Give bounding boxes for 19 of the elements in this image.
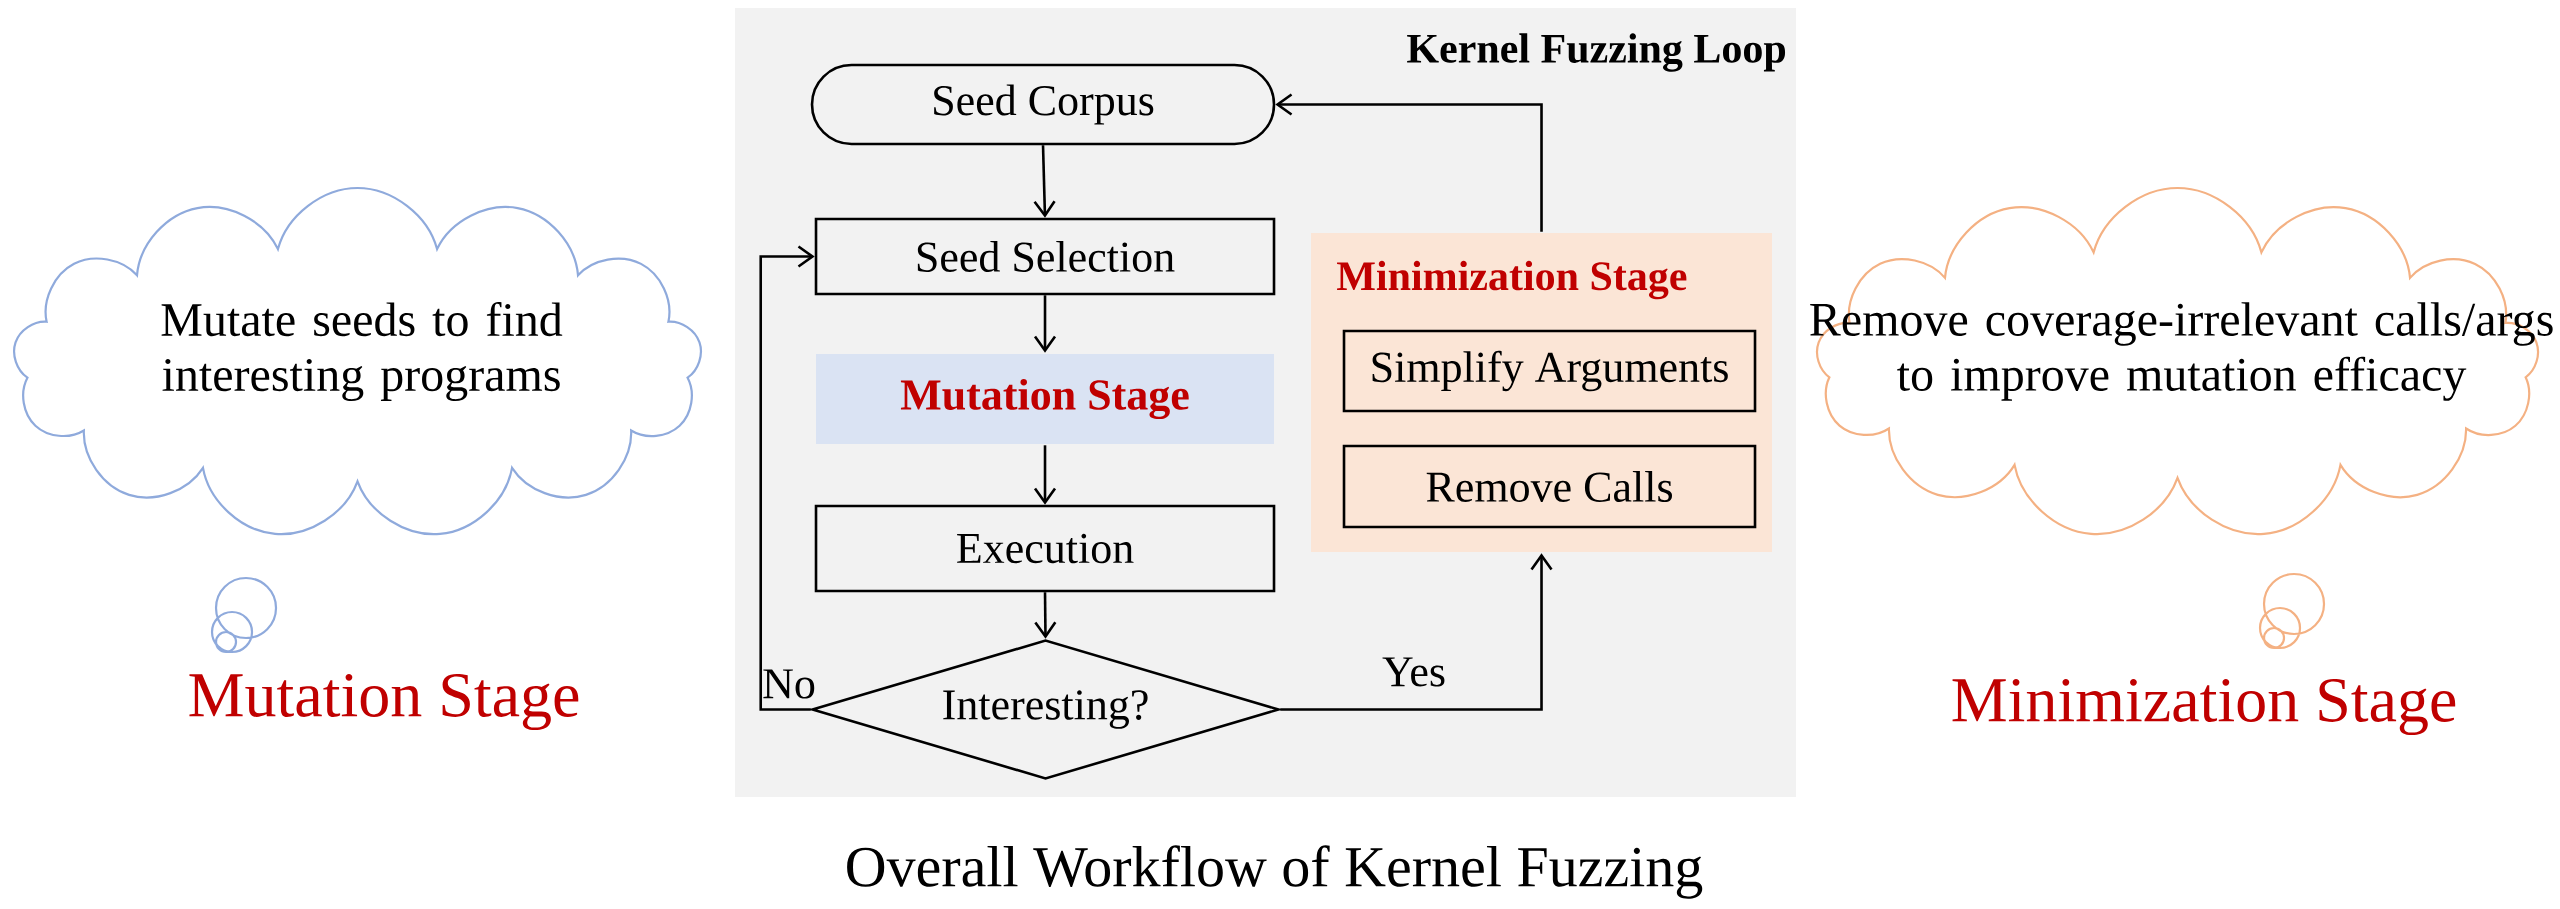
arrow [1275, 93, 1543, 232]
process-box: Seed Selection [814, 217, 1276, 296]
thought-cloud: Mutate seeds to find interesting programs [13, 186, 702, 654]
edge-label: Yes [1382, 657, 1445, 687]
stage-caption: Mutation Stage [189, 673, 579, 731]
process-box: Simplify Arguments [1342, 329, 1757, 413]
arrow [1033, 295, 1057, 353]
thought-cloud: Remove coverage-irrelevant calls/args to improve mutation efficacy [1810, 186, 2553, 650]
arrow [1034, 592, 1057, 639]
arrow [1280, 553, 1553, 711]
process-box: Execution [814, 504, 1276, 593]
terminal-box: Seed Corpus [810, 63, 1276, 146]
process-box: Remove Calls [1342, 444, 1757, 529]
stage-caption: Minimization Stage [1952, 678, 2456, 736]
stage-band: Mutation Stage [816, 354, 1274, 444]
arrow [1033, 145, 1056, 218]
arrow [1033, 445, 1057, 505]
arrow [759, 245, 815, 711]
diagram-caption: Overall Workflow of Kernel Fuzzing [847, 845, 1703, 899]
